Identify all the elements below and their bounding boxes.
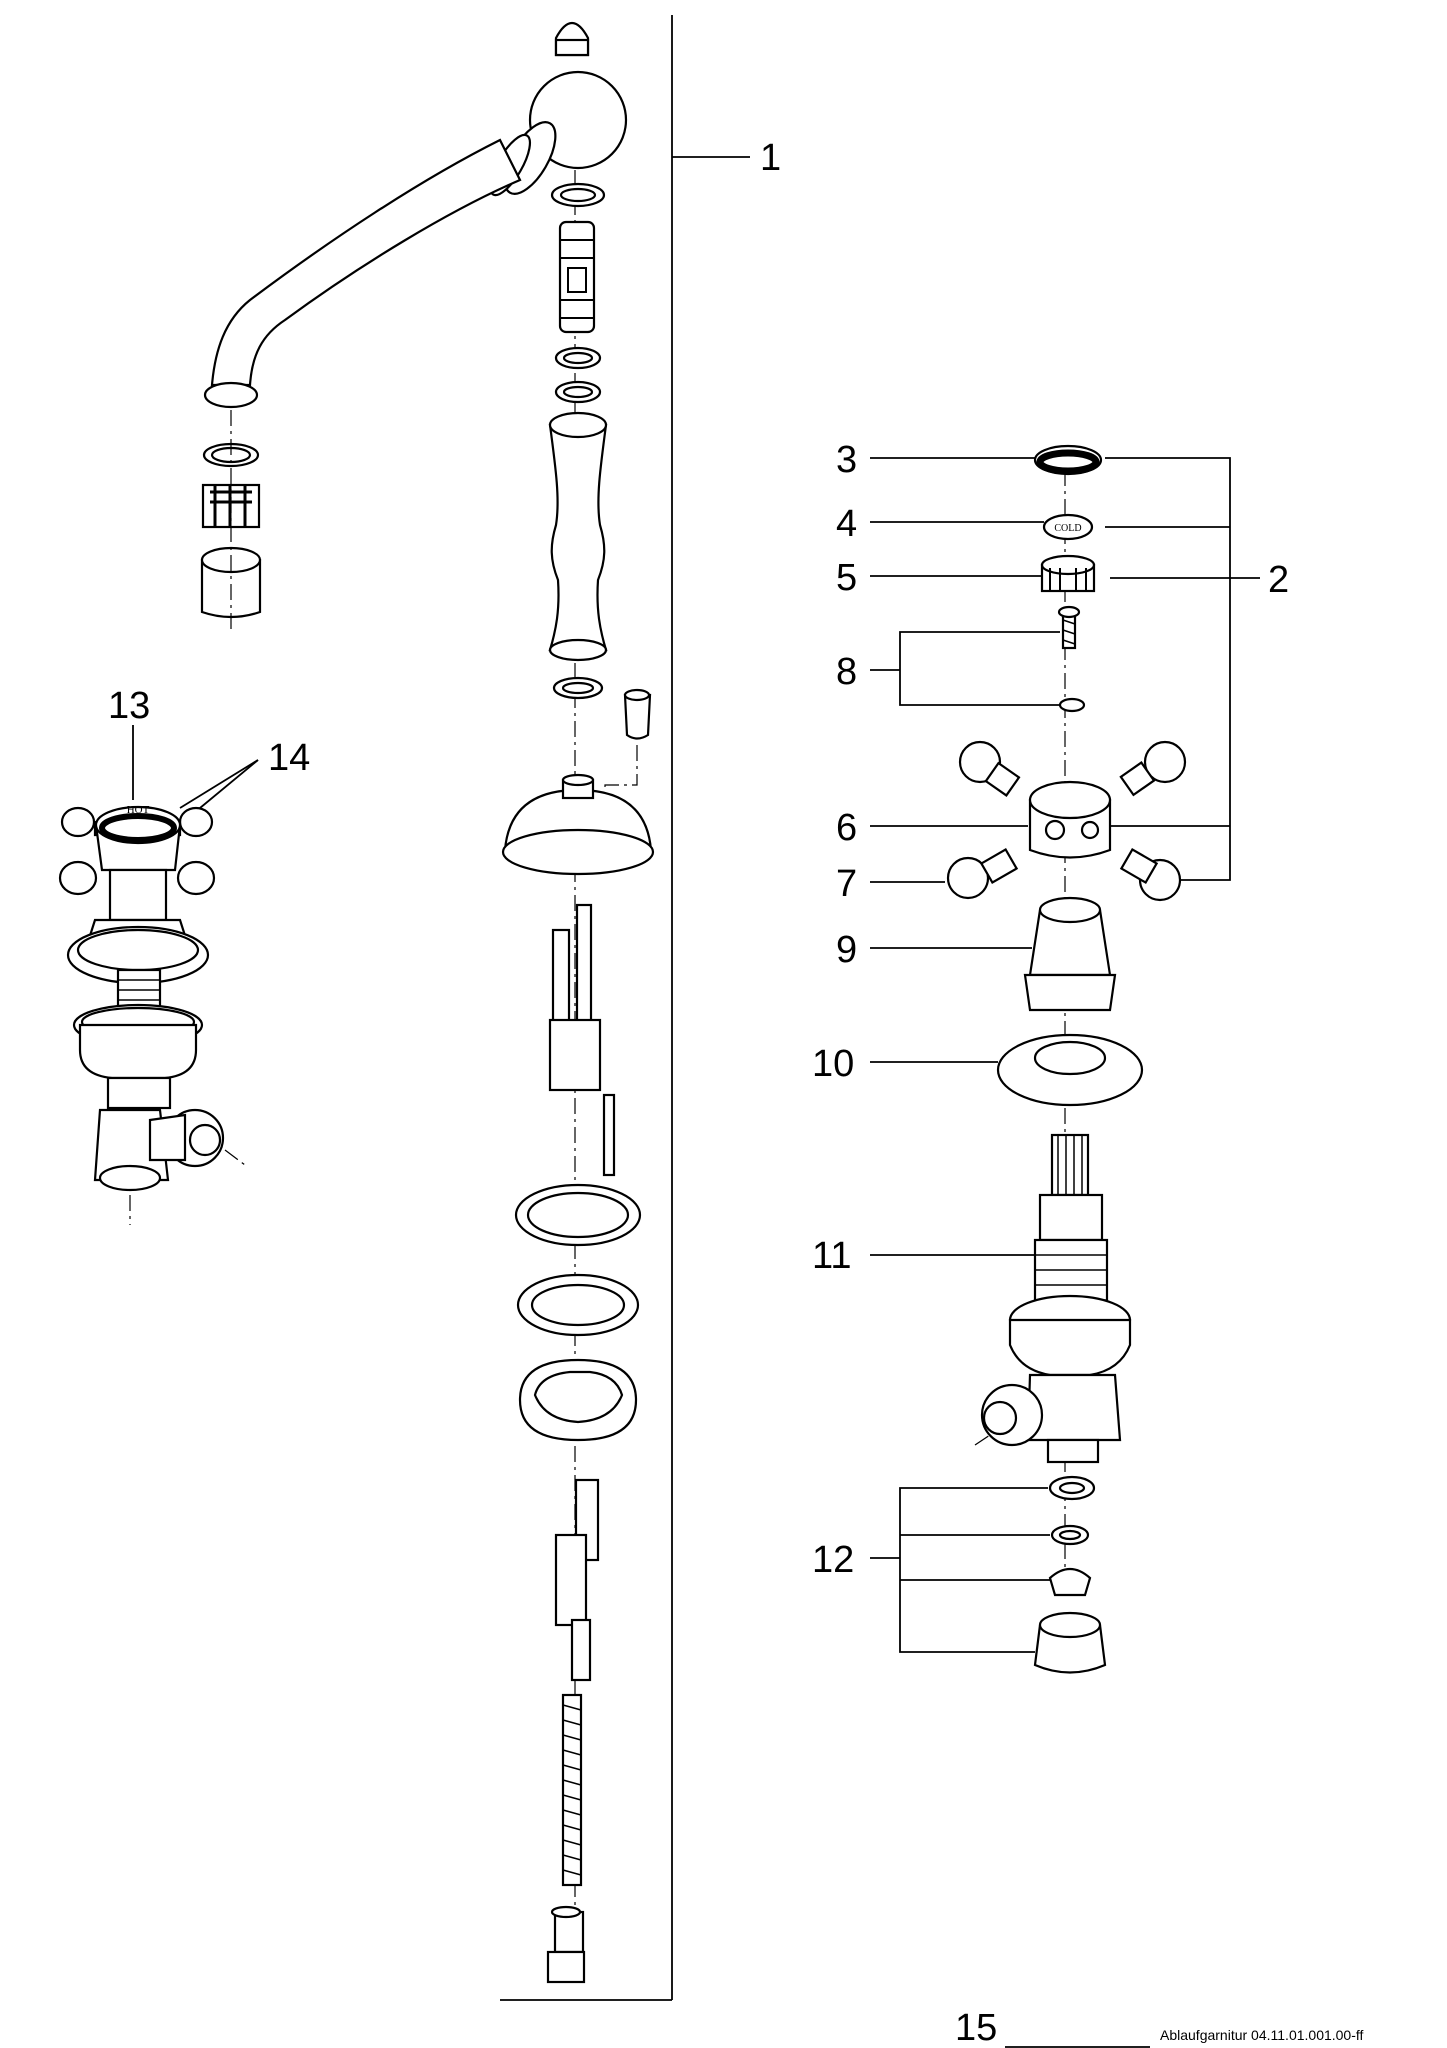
hot-handle-label: HOT xyxy=(127,804,150,816)
cold-handle-label: COLD xyxy=(1054,523,1081,534)
callout-labels: 1 2 3 4 5 8 6 7 9 10 11 12 13 14 15 Abla… xyxy=(108,137,1364,2048)
callout-6: 6 xyxy=(836,807,857,849)
center-column-parts xyxy=(501,170,655,1984)
callout-1: 1 xyxy=(760,137,781,179)
callout-13: 13 xyxy=(108,685,150,727)
callout-8: 8 xyxy=(836,651,857,693)
callout-9: 9 xyxy=(836,929,857,971)
leader-lines xyxy=(132,457,1260,2048)
cold-valve-assembly: COLD xyxy=(946,444,1187,1674)
callout-4: 4 xyxy=(836,503,857,545)
bracket-1 xyxy=(500,15,750,2001)
callout-14: 14 xyxy=(268,737,310,779)
callout-5: 5 xyxy=(836,557,857,599)
callout-7: 7 xyxy=(836,863,857,905)
callout-10: 10 xyxy=(812,1043,854,1085)
callout-3: 3 xyxy=(836,439,857,481)
hot-valve-assembly: HOT xyxy=(58,804,246,1225)
spout-assembly xyxy=(200,21,628,630)
callout-12: 12 xyxy=(812,1539,854,1581)
callout-15: 15 xyxy=(955,2007,997,2048)
callout-2: 2 xyxy=(1268,559,1289,601)
footer-note: Ablaufgarnitur 04.11.01.001.00-ff xyxy=(1160,2027,1364,2043)
callout-11: 11 xyxy=(812,1235,851,1277)
